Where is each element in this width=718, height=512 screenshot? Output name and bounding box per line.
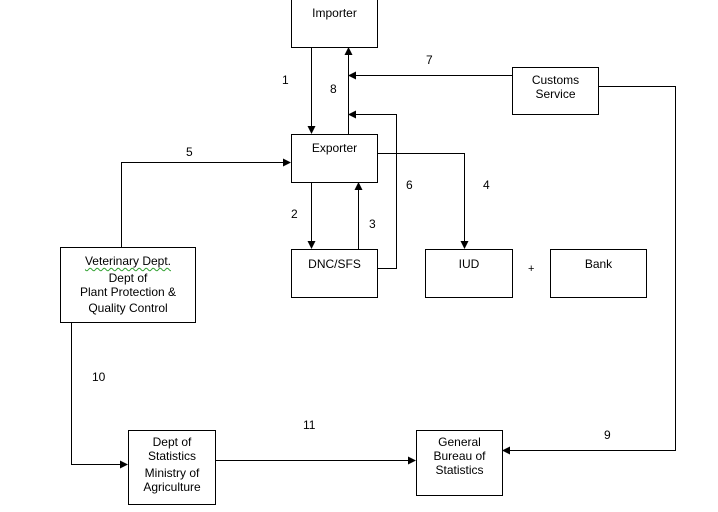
bank-label: Bank — [584, 257, 613, 271]
edge-10 — [71, 322, 128, 469]
customs-label-2: Service — [535, 87, 576, 101]
general-bureau-box: General Bureau of Statistics — [416, 430, 503, 496]
vet-label-3: Plant Protection & — [79, 285, 177, 299]
bureau-label-2: Bureau of — [433, 449, 486, 463]
stats-label-2: Statistics — [147, 449, 196, 463]
plus-sign: + — [528, 263, 535, 275]
edge-label-10: 10 — [92, 370, 106, 384]
bureau-label-3: Statistics — [435, 463, 484, 477]
edge-label-1: 1 — [282, 73, 289, 87]
dnc-label: DNC/SFS — [308, 257, 361, 271]
customs-service-box: Customs Service — [512, 67, 599, 115]
customs-label-1: Customs — [531, 73, 580, 87]
iud-box: IUD — [425, 249, 513, 298]
vet-label-4: Quality Control — [88, 301, 168, 315]
edge-label-6: 6 — [406, 178, 413, 192]
importer-label: Importer — [312, 6, 357, 20]
bureau-label-1: General — [438, 435, 481, 449]
edge-9 — [502, 86, 676, 455]
stats-label-1: Dept of — [152, 435, 192, 449]
edge-5 — [121, 158, 291, 247]
exporter-box: Exporter — [291, 134, 378, 183]
edge-label-7: 7 — [426, 53, 433, 67]
edge-label-11: 11 — [303, 418, 316, 432]
stats-label-3: Ministry of — [144, 466, 200, 480]
exporter-label: Exporter — [311, 141, 358, 155]
edge-label-3: 3 — [369, 217, 376, 231]
edge-label-8: 8 — [330, 82, 337, 96]
edge-label-5: 5 — [186, 145, 193, 159]
stats-label-4: Agriculture — [143, 480, 201, 494]
importer-box: Importer — [291, 0, 378, 48]
veterinary-dept-box: Veterinary Dept. Dept of Plant Protectio… — [60, 247, 196, 323]
dnc-sfs-box: DNC/SFS — [291, 249, 378, 298]
edge-6 — [348, 110, 397, 269]
dept-statistics-box: Dept of Statistics Ministry of Agricultu… — [128, 430, 216, 505]
edge-label-4: 4 — [483, 178, 490, 192]
edge-label-2: 2 — [291, 207, 298, 221]
vet-label-2: Dept of — [108, 271, 148, 285]
iud-label: IUD — [458, 257, 480, 271]
edge-4 — [377, 153, 469, 249]
vet-label-1: Veterinary Dept. — [84, 254, 172, 268]
bank-box: Bank — [550, 249, 647, 298]
edge-label-9: 9 — [604, 428, 611, 442]
